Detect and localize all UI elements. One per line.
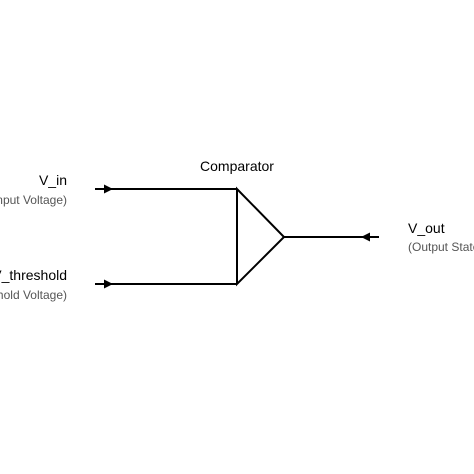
output-arrow-icon: [361, 232, 370, 242]
input-1-arrow-icon: [104, 184, 113, 194]
input-2-description: (Threshold Voltage): [0, 288, 67, 302]
comparator-title: Comparator: [200, 158, 274, 174]
input-2-label: V_threshold: [0, 267, 67, 283]
output-label: V_out: [408, 220, 445, 236]
comparator-symbol: [236, 186, 286, 287]
input-1-description: (Input Voltage): [0, 193, 67, 207]
output-description: (Output State): [408, 240, 474, 254]
input-1-label: V_in: [38, 172, 67, 188]
input-2-arrow-icon: [104, 279, 113, 289]
